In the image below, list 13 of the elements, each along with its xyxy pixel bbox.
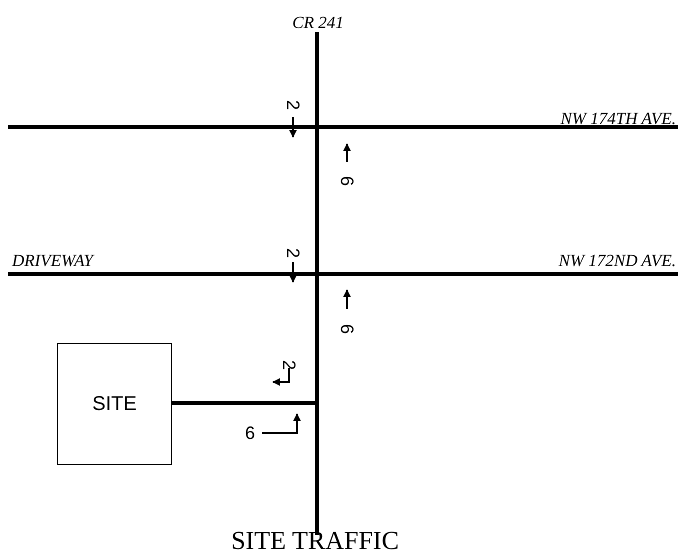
- traffic-volume: 6: [245, 424, 255, 442]
- road-name: DRIVEWAY: [12, 252, 93, 269]
- traffic-volume: 2: [280, 360, 298, 370]
- traffic-volume: 6: [338, 324, 356, 334]
- site-label: SITE: [92, 392, 137, 416]
- road-name: CR 241: [292, 14, 344, 31]
- traffic-volume: 6: [338, 176, 356, 186]
- traffic-volume: 2: [284, 248, 302, 258]
- traffic-volume: 2: [284, 100, 302, 110]
- road-name: NW 174TH AVE.: [560, 110, 676, 127]
- caption: SITE TRAFFIC: [231, 528, 399, 554]
- site-box: [57, 343, 172, 465]
- road-name: NW 172ND AVE.: [558, 252, 676, 269]
